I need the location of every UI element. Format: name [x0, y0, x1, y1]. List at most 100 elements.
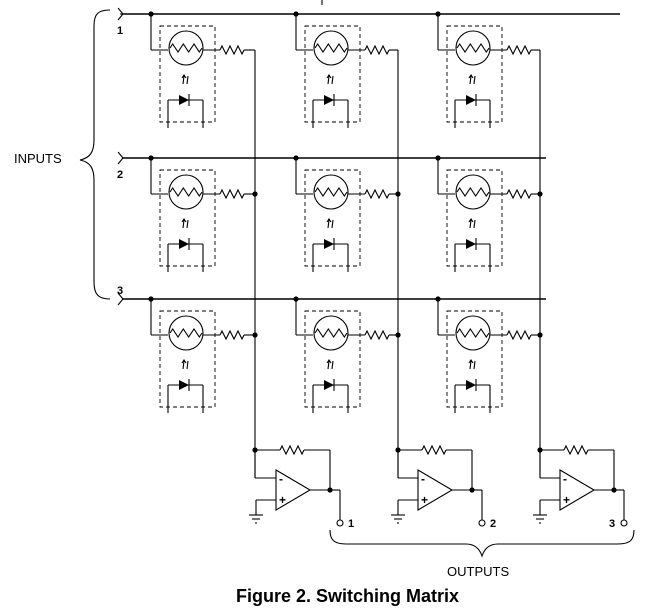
photoresistor-envelope: [455, 315, 491, 351]
light-arrows-icon: [182, 75, 189, 85]
photoresistor-envelope: [455, 174, 491, 210]
photoresistor: [169, 328, 203, 338]
opamp-triangle: [559, 469, 596, 511]
led-diode-icon: [179, 239, 189, 249]
led-diode-icon: [466, 95, 476, 105]
outputs-label: OUTPUTS: [447, 564, 509, 579]
arrowhead: [468, 74, 474, 79]
switch-cell-3-2: [293, 296, 401, 413]
light-arrows-icon: [469, 219, 476, 229]
photoresistor: [169, 187, 203, 197]
arrowhead: [181, 218, 187, 223]
input-number-1: 1: [117, 25, 123, 37]
opamp-triangle: [417, 469, 454, 511]
series-resistor: [506, 329, 532, 341]
arrowhead: [326, 74, 332, 79]
output-number-3: 3: [609, 518, 615, 530]
photoresistor-envelope: [455, 30, 491, 66]
switch-cell-1-2: [293, 11, 398, 128]
photoresistor-envelope: [168, 30, 204, 66]
feedback-resistor: [563, 444, 589, 456]
series-resistor: [364, 329, 390, 341]
minus-sign: -: [421, 472, 425, 486]
light-arrows-icon: [327, 219, 334, 229]
light-arrows-icon: [327, 360, 334, 370]
outputs-brace: [329, 529, 635, 558]
input-terminal-1: [117, 7, 124, 21]
optocoupler-box: [159, 310, 216, 408]
output-junction-dot: [395, 191, 401, 197]
photoresistor: [456, 187, 490, 197]
minus-sign: -: [279, 472, 283, 486]
optocoupler-box: [159, 25, 216, 123]
inputs-label: INPUTS: [14, 151, 62, 166]
series-resistor: [219, 188, 245, 200]
input-number-2: 2: [117, 169, 123, 181]
feedback-resistor: [279, 444, 305, 456]
light-arrows-icon: [469, 360, 476, 370]
optocoupler-box: [446, 310, 503, 408]
series-resistor: [219, 329, 245, 341]
output-junction-dot: [395, 332, 401, 338]
output-number-2: 2: [490, 518, 496, 530]
bus-junction-dot: [148, 11, 154, 17]
output-junction-dot: [252, 191, 258, 197]
circuit: -+-+-+: [79, 0, 635, 558]
switch-cell-2-3: [435, 155, 543, 272]
inputs-brace: [79, 9, 111, 300]
series-resistor: [364, 44, 390, 56]
feedback-resistor: [421, 444, 447, 456]
arrowhead: [468, 359, 474, 364]
photoresistor-envelope: [168, 174, 204, 210]
optocoupler-box: [446, 25, 503, 123]
output-terminal: [336, 519, 344, 527]
series-resistor: [506, 188, 532, 200]
series-resistor: [506, 44, 532, 56]
input-terminal-2: [117, 151, 124, 165]
optocoupler-box: [304, 25, 361, 123]
photoresistor-envelope: [313, 315, 349, 351]
photoresistor: [314, 43, 348, 53]
opamp-stage-1: -+: [249, 444, 344, 527]
switch-cell-3-3: [435, 296, 543, 413]
led-diode-icon: [324, 95, 334, 105]
arrowhead: [468, 218, 474, 223]
switch-cell-3-1: [148, 296, 258, 413]
light-arrows-icon: [182, 360, 189, 370]
photoresistor: [456, 328, 490, 338]
opamp-stage-3: -+: [533, 444, 628, 527]
optocoupler-box: [446, 169, 503, 267]
plus-sign: +: [563, 493, 570, 507]
series-resistor: [219, 44, 245, 56]
opamp-triangle: [275, 469, 312, 511]
optocoupler-box: [304, 169, 361, 267]
switch-cell-1-1: [148, 11, 255, 128]
figure-caption: Figure 2. Switching Matrix: [236, 586, 459, 606]
output-terminal: [620, 519, 628, 527]
output-junction-dot: [537, 191, 543, 197]
output-junction-dot: [537, 332, 543, 338]
switch-cell-2-1: [148, 155, 258, 272]
led-diode-icon: [324, 239, 334, 249]
led-diode-icon: [179, 95, 189, 105]
photoresistor: [169, 43, 203, 53]
light-arrows-icon: [469, 75, 476, 85]
photoresistor: [314, 328, 348, 338]
photoresistor: [456, 43, 490, 53]
output-junction-dot: [252, 332, 258, 338]
photoresistor-envelope: [313, 30, 349, 66]
arrowhead: [181, 359, 187, 364]
light-arrows-icon: [327, 75, 334, 85]
arrowhead: [326, 359, 332, 364]
switch-cell-1-3: [435, 11, 540, 128]
led-diode-icon: [466, 380, 476, 390]
output-terminal: [478, 519, 486, 527]
optocoupler-box: [159, 169, 216, 267]
opamp-stage-2: -+: [391, 444, 486, 527]
optocoupler-box: [304, 310, 361, 408]
input-number-3: 3: [117, 285, 123, 297]
input-terminal-3: [117, 292, 124, 306]
bus-junction-dot: [293, 11, 299, 17]
output-number-1: 1: [348, 518, 354, 530]
